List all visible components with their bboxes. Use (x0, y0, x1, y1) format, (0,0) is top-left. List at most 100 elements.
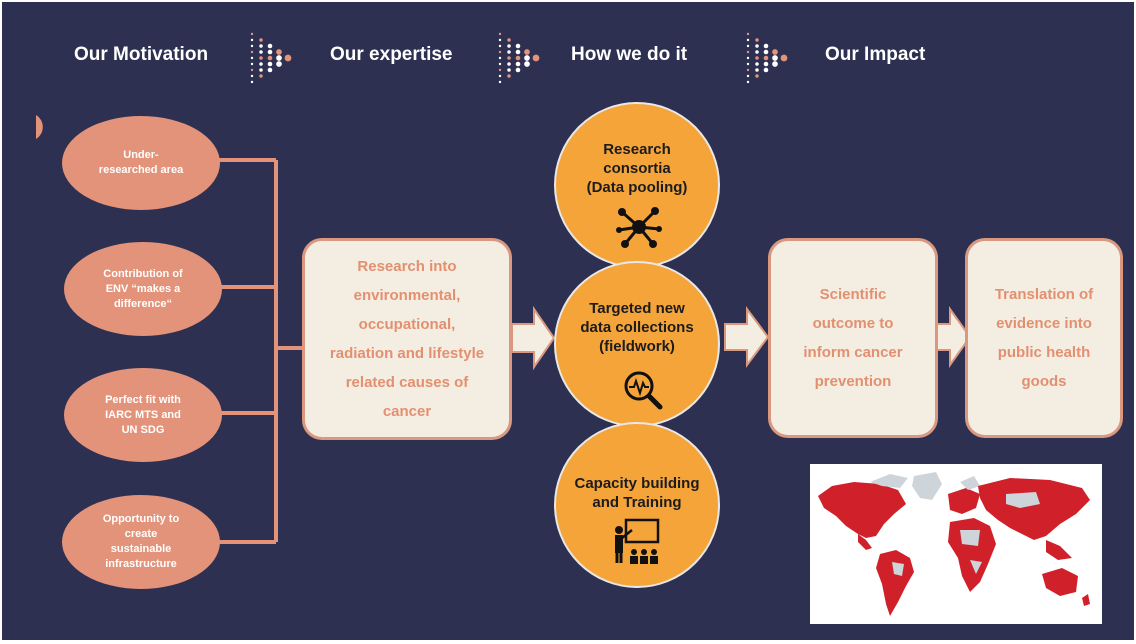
dot (746, 50, 750, 54)
dot (755, 56, 759, 60)
dot (267, 67, 273, 73)
dot (507, 62, 511, 66)
dots-arrow-icon (740, 28, 800, 88)
motivation-oval-perfect-fit: Perfect fit with IARC MTS and UN SDG (64, 368, 222, 462)
circle-label: Capacity building and Training (574, 475, 700, 511)
header-how-we-do-it: How we do it (571, 44, 688, 65)
dot (498, 80, 502, 84)
dot (763, 61, 769, 67)
dot (507, 74, 511, 78)
bracket-connector (218, 158, 302, 544)
dots-arrow-icon (492, 28, 552, 88)
dot (250, 56, 254, 60)
dot (746, 56, 750, 60)
dot (746, 62, 750, 66)
dot (498, 50, 502, 54)
presenter-training-icon (615, 518, 660, 564)
dot (250, 44, 254, 48)
dot (498, 68, 502, 72)
circle-targeted-data-collections: Targeted new data collections (fieldwork… (554, 261, 720, 427)
dot (250, 62, 254, 66)
dot (755, 74, 759, 78)
circle-research-consortia: Research consortia (Data pooling) (554, 102, 720, 268)
dot (763, 55, 769, 61)
dot (498, 74, 502, 78)
circle-label: Targeted new data collections (fieldwork… (580, 300, 694, 355)
world-map-graphic (818, 472, 1090, 616)
dot (284, 54, 292, 62)
dot (755, 38, 759, 42)
dot (772, 61, 778, 67)
dot (763, 43, 769, 49)
dot (498, 44, 502, 48)
dot (763, 49, 769, 55)
header-our-motivation: Our Motivation (74, 44, 209, 65)
dot (746, 44, 750, 48)
dot (276, 61, 282, 67)
dot (746, 80, 750, 84)
dot (259, 44, 263, 48)
dot (259, 62, 263, 66)
magnifier-chart-icon (624, 371, 663, 410)
dot (498, 62, 502, 66)
dot (515, 55, 521, 61)
arrow-right-1 (511, 305, 556, 371)
circle-label: Research consortia (Data pooling) (586, 141, 688, 196)
motivation-oval-contribution: Contribution of ENV “makes a difference“ (64, 242, 222, 336)
dot (250, 38, 254, 42)
dot (259, 38, 263, 42)
dot (746, 68, 750, 72)
circle-capacity-building: Capacity building and Training (554, 422, 720, 588)
dot (250, 68, 254, 72)
dot (507, 50, 511, 54)
arrow-right-2 (724, 306, 770, 368)
dot (498, 32, 502, 36)
dot (763, 67, 769, 73)
motivation-oval-under-researched: Under- researched area (62, 116, 220, 210)
dot (250, 74, 254, 78)
dot (507, 44, 511, 48)
dot (276, 55, 282, 61)
dots-arrow-graphic (746, 32, 788, 84)
dot (259, 74, 263, 78)
dot (250, 80, 254, 84)
dot (498, 56, 502, 60)
impact-box-translation: Translation of evidence into public heal… (965, 238, 1123, 438)
dots-arrow-icon (244, 28, 304, 88)
research-box: Research into environmental, occupationa… (302, 238, 512, 440)
dot (259, 56, 263, 60)
dot (515, 67, 521, 73)
dot (250, 50, 254, 54)
dot (267, 43, 273, 49)
dot (507, 56, 511, 60)
dot (780, 54, 788, 62)
dot (755, 44, 759, 48)
dot (755, 68, 759, 72)
dot (250, 32, 254, 36)
half-circle-marker (36, 115, 43, 139)
dot (259, 50, 263, 54)
dot (515, 43, 521, 49)
dot (524, 55, 530, 61)
dot (755, 62, 759, 66)
dot (772, 55, 778, 61)
dot (755, 50, 759, 54)
world-map-image (810, 464, 1102, 624)
dot (746, 32, 750, 36)
dot (746, 74, 750, 78)
dot (276, 49, 282, 55)
dot (746, 38, 750, 42)
dot (515, 61, 521, 67)
motivation-oval-opportunity: Opportunity to create sustainable infras… (62, 495, 220, 589)
network-icon (616, 207, 662, 248)
dot (524, 49, 530, 55)
dot (259, 68, 263, 72)
dot (507, 38, 511, 42)
dot (267, 55, 273, 61)
dot (507, 68, 511, 72)
dots-arrow-graphic (498, 32, 540, 84)
impact-box-scientific-outcome: Scientific outcome to inform cancer prev… (768, 238, 938, 438)
dots-arrow-graphic (250, 32, 292, 84)
